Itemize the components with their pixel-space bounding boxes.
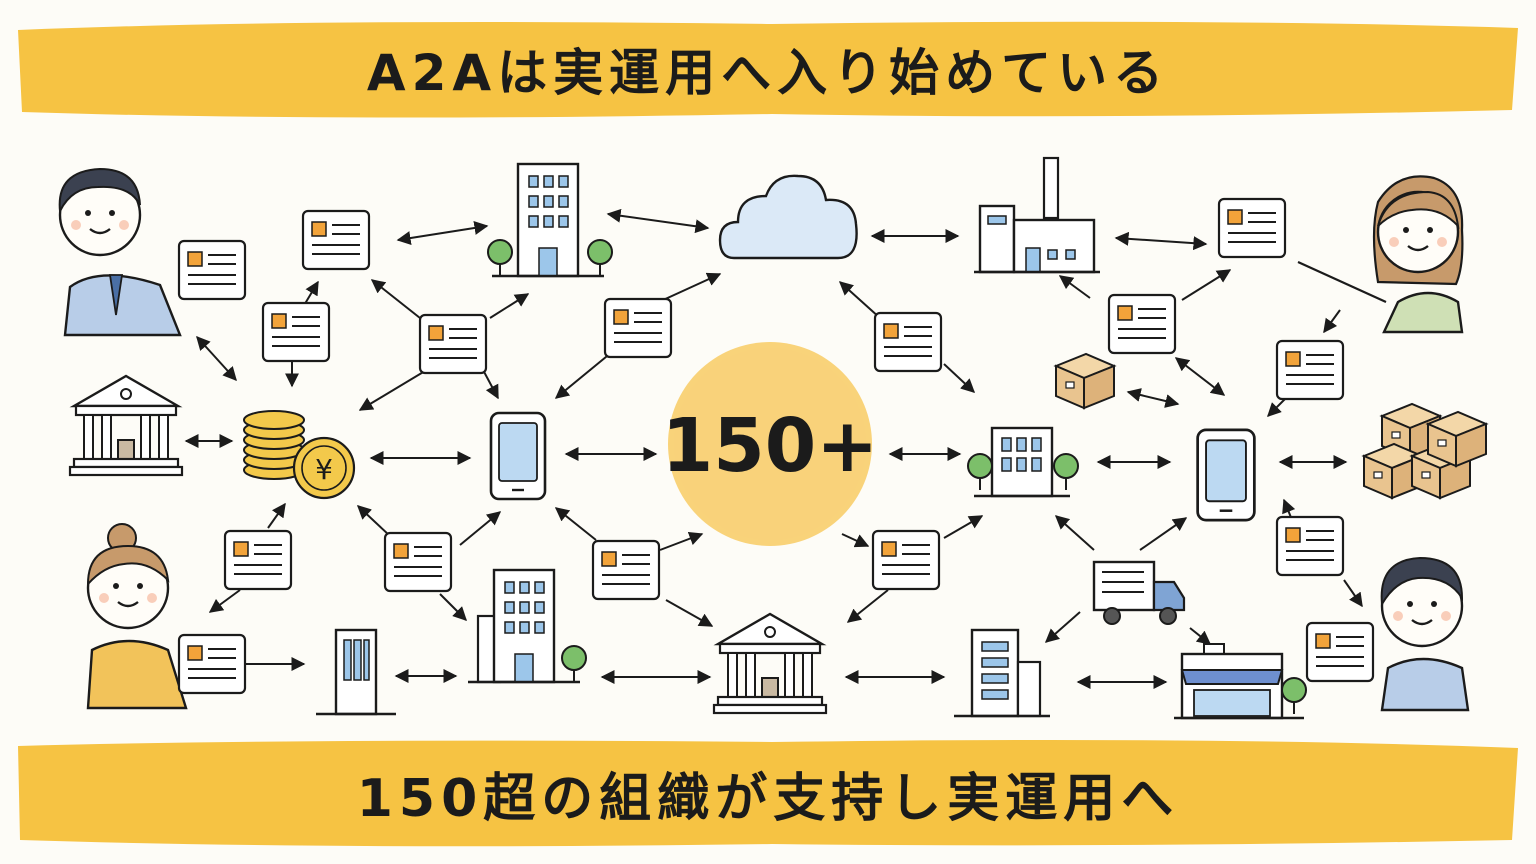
cardboard-box-icon [1055, 353, 1487, 499]
title-band [18, 21, 1518, 118]
directional-arrows [208, 269, 1363, 671]
connection-arrows [184, 208, 1348, 689]
truck-icon [1092, 560, 1186, 625]
person-businessman-icon [58, 167, 182, 337]
caption-band [18, 740, 1518, 847]
page-title: A2Aは実運用へ入り始めている [366, 44, 1170, 102]
person-woman-left-icon [86, 523, 188, 710]
caption-banner: 150超の組織が支持し実運用へ [12, 736, 1524, 850]
svg-text:¥: ¥ [315, 453, 333, 486]
page-caption: 150超の組織が支持し実運用へ [356, 768, 1180, 829]
person-woman-right-icon [1297, 175, 1464, 334]
center-count-label: 150+ [662, 403, 878, 489]
factory-icon [974, 156, 1100, 274]
cloud-icon [718, 174, 858, 260]
smartphone-icon [489, 411, 547, 501]
title-banner: A2Aは実運用へ入り始めている [12, 16, 1524, 122]
center-count-badge: 150+ [662, 342, 878, 546]
tablet-icon [1196, 428, 1256, 522]
person-man-right-icon [1380, 556, 1470, 712]
coins-yen-icon: ¥ [243, 410, 356, 500]
office-building-icon [316, 162, 1079, 718]
store-icon [1174, 643, 1307, 720]
